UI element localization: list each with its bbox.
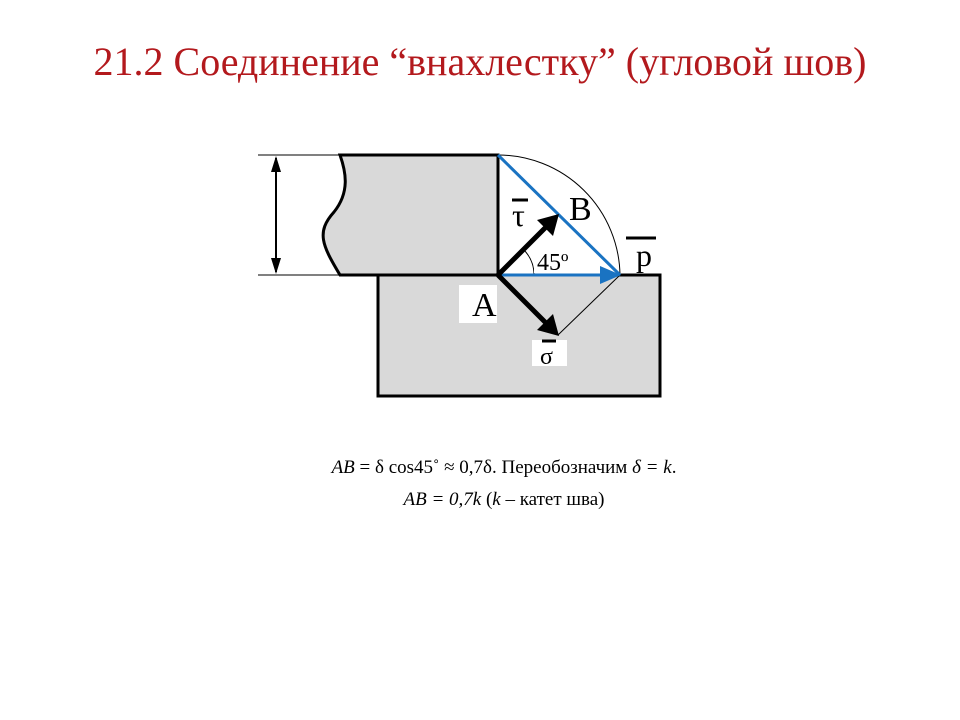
- slide-title: 21.2 Соединение “внахлестку” (угловой шо…: [93, 39, 867, 84]
- formula-relation: = δ cos45˚ ≈ 0,7δ. Переобозначим: [354, 457, 633, 478]
- dimension-arrow-bottom: [271, 258, 281, 274]
- dimension-arrow-top: [271, 156, 281, 172]
- label-b: B: [569, 191, 592, 228]
- label-sigma-background: [532, 340, 567, 366]
- label-angle: 45º: [537, 250, 569, 276]
- tau-vector-arrowhead: [537, 214, 559, 236]
- formula-period: .: [671, 457, 677, 478]
- label-a-background: [459, 285, 497, 323]
- label-sigma: σ: [540, 344, 553, 370]
- p-vector-arrowhead: [600, 266, 621, 284]
- upper-plate: [321, 153, 500, 277]
- sigma-vector-arrowhead: [537, 314, 559, 336]
- formula-description: – катет шва): [500, 489, 605, 510]
- sigma-vector: [496, 273, 550, 327]
- formula-k: k: [492, 489, 501, 510]
- formula-delta-equals-k: δ = k: [632, 457, 672, 478]
- label-tau: τ: [512, 197, 525, 233]
- label-angle-background: [534, 247, 580, 273]
- formula-paren-open: (: [481, 489, 493, 510]
- formula-line-2: AB = 0,7k (k – катет шва): [24, 489, 960, 511]
- projection-line: [557, 274, 621, 336]
- angle-arc: [523, 249, 535, 276]
- weld-throat-line: [496, 153, 622, 277]
- weld-arc: [497, 154, 621, 276]
- tau-vector: [496, 223, 550, 277]
- label-a: A: [472, 287, 497, 324]
- formula-line-1: AB = δ cos45˚ ≈ 0,7δ. Переобозначим δ = …: [24, 457, 960, 479]
- label-p: p: [636, 237, 652, 273]
- formula-ab-value: AB = 0,7k: [403, 489, 482, 510]
- formula-ab: AB: [331, 457, 355, 478]
